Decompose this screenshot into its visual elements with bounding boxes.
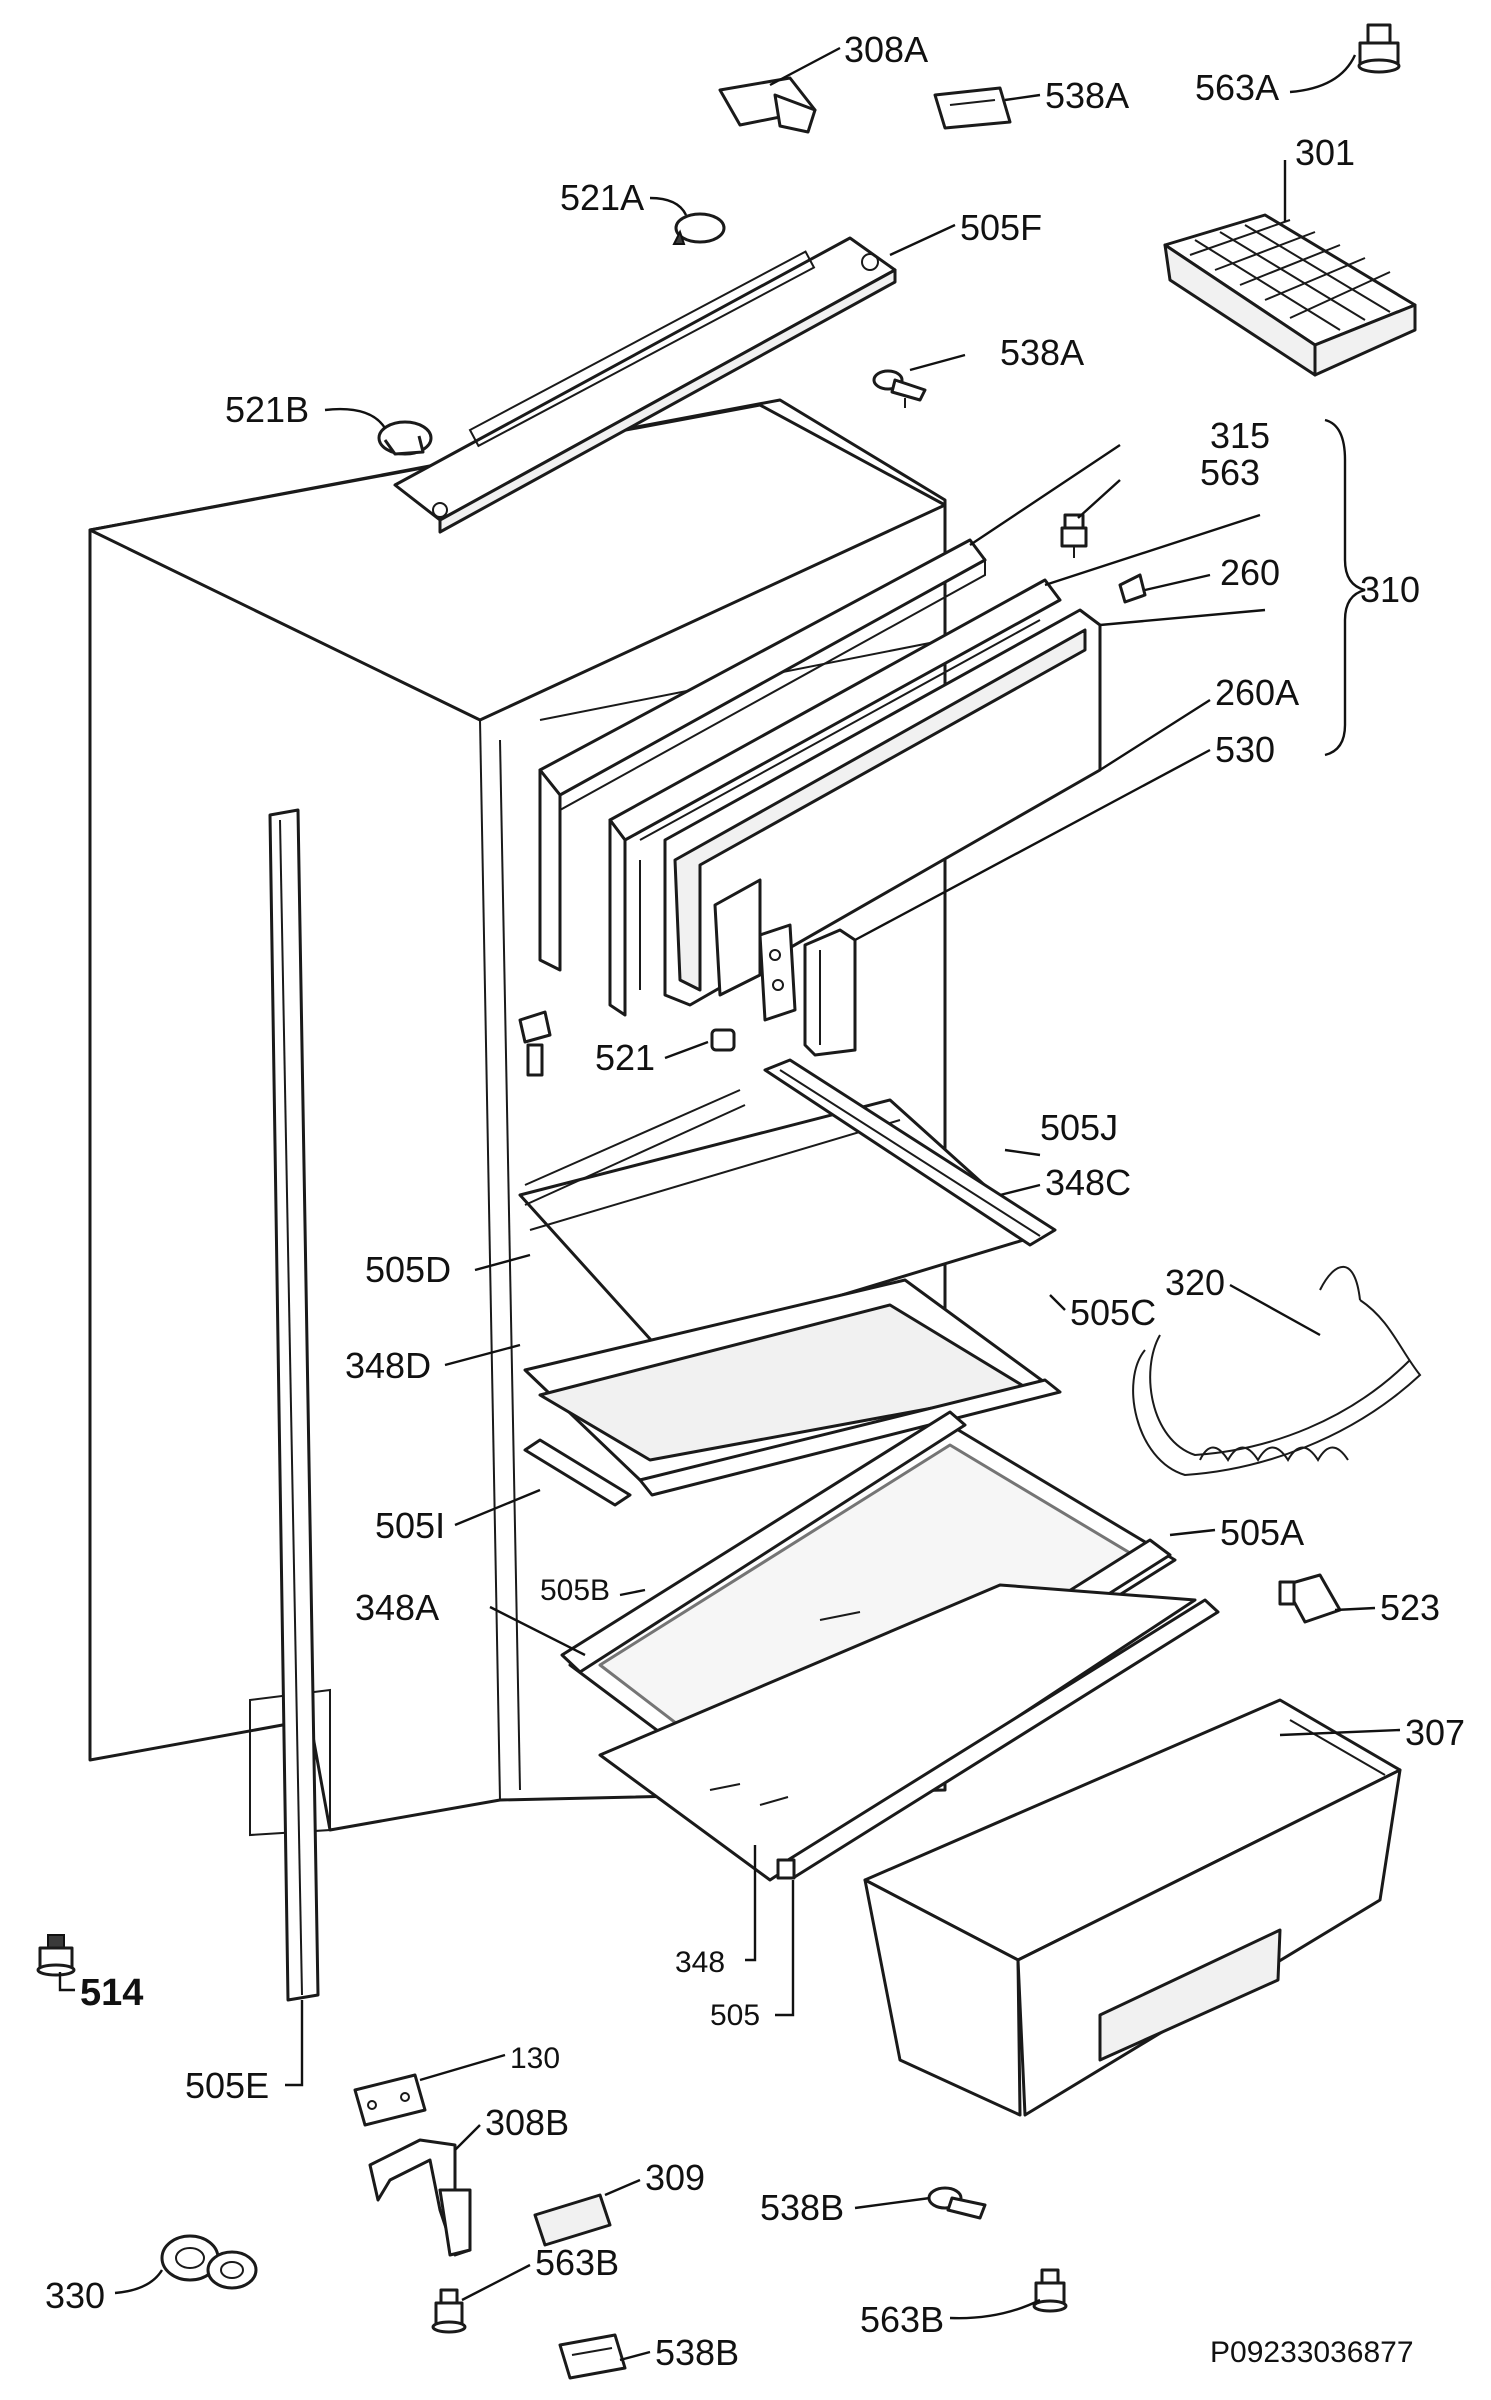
crisper-drawer-307 <box>863 1698 1402 2117</box>
foot-563b-right <box>1032 2268 1068 2313</box>
leader-lines <box>58 46 1401 2362</box>
plate-309 <box>533 2193 612 2247</box>
shelf-trim-505j <box>763 1058 1057 1247</box>
label-130: 130 <box>510 2042 560 2075</box>
label-348d: 348D <box>345 1345 431 1386</box>
label-310: 310 <box>1360 569 1420 610</box>
bottle-rack-320 <box>1132 1265 1422 1477</box>
shelf-trim-505c <box>638 1378 1062 1497</box>
foot-563a <box>1357 23 1401 74</box>
label-514: 514 <box>80 1972 143 2014</box>
label-505e: 505E <box>185 2065 269 2106</box>
label-348: 348 <box>675 1946 725 1979</box>
screw-563 <box>1060 513 1088 558</box>
foot-563b-left <box>431 2288 467 2334</box>
label-307: 307 <box>1405 1712 1465 1753</box>
label-538b-right: 538B <box>760 2187 844 2228</box>
part-538a-top <box>933 86 1012 130</box>
clip-260 <box>1118 573 1147 604</box>
hinge-308a <box>718 76 817 134</box>
castors-330 <box>160 2234 258 2290</box>
label-330: 330 <box>45 2275 105 2316</box>
ice-tray-301 <box>1163 213 1417 377</box>
part-538b-right <box>927 2186 987 2220</box>
label-320: 320 <box>1165 1262 1225 1303</box>
callout-labels: 308A 538A 563A 521A 505F 301 538A 521B 3… <box>45 29 1465 2373</box>
label-530: 530 <box>1215 729 1275 770</box>
label-505i: 505I <box>375 1505 445 1546</box>
label-348c: 348C <box>1045 1162 1131 1203</box>
bracket-130 <box>353 2073 427 2127</box>
label-301: 301 <box>1295 132 1355 173</box>
hinge-308b <box>368 2138 472 2257</box>
label-521: 521 <box>595 1037 655 1078</box>
label-505f: 505F <box>960 207 1042 248</box>
label-260: 260 <box>1220 552 1280 593</box>
door-seal-505e <box>268 808 320 2002</box>
label-505a: 505A <box>1220 1512 1304 1553</box>
label-308a: 308A <box>844 29 928 70</box>
label-505: 505 <box>710 1999 760 2032</box>
label-563: 563 <box>1200 452 1260 493</box>
freezer-door-inner-260 <box>608 578 1062 1017</box>
side-hinge <box>518 1010 552 1077</box>
label-523: 523 <box>1380 1587 1440 1628</box>
label-538b-bottom: 538B <box>655 2332 739 2373</box>
latch-assy <box>758 923 797 1022</box>
label-563b-right: 563B <box>860 2299 944 2340</box>
drawing-code: P09233036877 <box>1210 2336 1414 2369</box>
label-538a-mid: 538A <box>1000 332 1084 373</box>
trim-505 <box>776 1598 1220 1880</box>
shelf-front-505d <box>524 1089 746 1206</box>
label-260a: 260A <box>1215 672 1299 713</box>
label-315: 315 <box>1210 415 1270 456</box>
part-523 <box>1278 1573 1342 1624</box>
label-505d: 505D <box>365 1249 451 1290</box>
label-563a: 563A <box>1195 67 1279 108</box>
label-348a: 348A <box>355 1587 439 1628</box>
part-538b-bottom <box>558 2333 627 2380</box>
cap-521a <box>672 212 726 245</box>
cap-521b <box>377 420 433 456</box>
top-cover-505f <box>393 236 897 534</box>
label-308b: 308B <box>485 2102 569 2143</box>
label-309: 309 <box>645 2157 705 2198</box>
label-505j: 505J <box>1040 1107 1118 1148</box>
label-521a: 521A <box>560 177 644 218</box>
foot-514 <box>36 1934 76 1977</box>
label-563b-left: 563B <box>535 2242 619 2283</box>
label-505c: 505C <box>1070 1292 1156 1333</box>
glass-plate-348 <box>598 1583 1197 1882</box>
label-538a-top: 538A <box>1045 75 1129 116</box>
label-505b: 505B <box>540 1574 610 1607</box>
stop-521 <box>710 1028 736 1052</box>
shelf-trim-505b <box>560 1410 967 1674</box>
shelf-trim-505i <box>523 1438 632 1507</box>
label-521b: 521B <box>225 389 309 430</box>
part-538a-mid <box>872 369 927 408</box>
freezer-frame-315 <box>538 538 987 972</box>
handle-530 <box>803 928 857 1057</box>
